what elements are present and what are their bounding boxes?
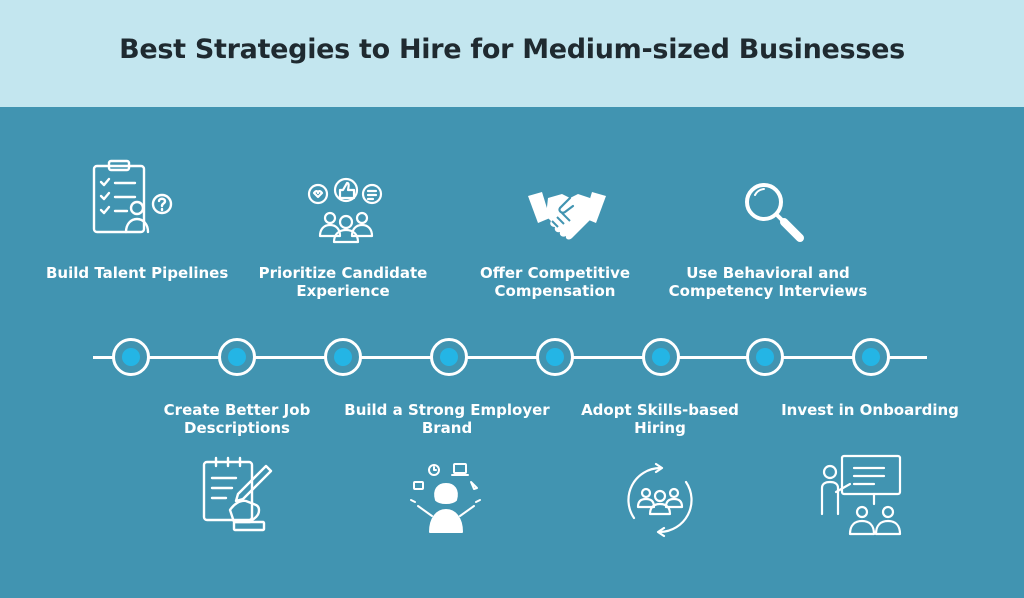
header-banner: Best Strategies to Hire for Medium-sized… (0, 0, 1024, 107)
juggling-person-icon (410, 463, 481, 533)
timeline-node (112, 338, 150, 376)
label-invest-in-onboarding: Invest in Onboarding (781, 401, 959, 419)
timeline-node (218, 338, 256, 376)
timeline-node (430, 338, 468, 376)
clipboard-checklist-icon (92, 159, 173, 234)
page-title: Best Strategies to Hire for Medium-sized… (119, 34, 905, 65)
timeline-node (324, 338, 362, 376)
candidate-feedback-icon (307, 177, 383, 244)
handshake-icon (528, 192, 606, 240)
timeline-line (93, 356, 927, 359)
presentation-icon (820, 454, 902, 536)
timeline-node (536, 338, 574, 376)
writing-document-icon (202, 456, 273, 532)
label-build-talent-pipelines: Build Talent Pipelines (46, 264, 229, 282)
timeline-node (746, 338, 784, 376)
magnifier-icon (745, 183, 804, 242)
timeline-node (852, 338, 890, 376)
team-cycle-icon (627, 462, 693, 538)
timeline-node (642, 338, 680, 376)
